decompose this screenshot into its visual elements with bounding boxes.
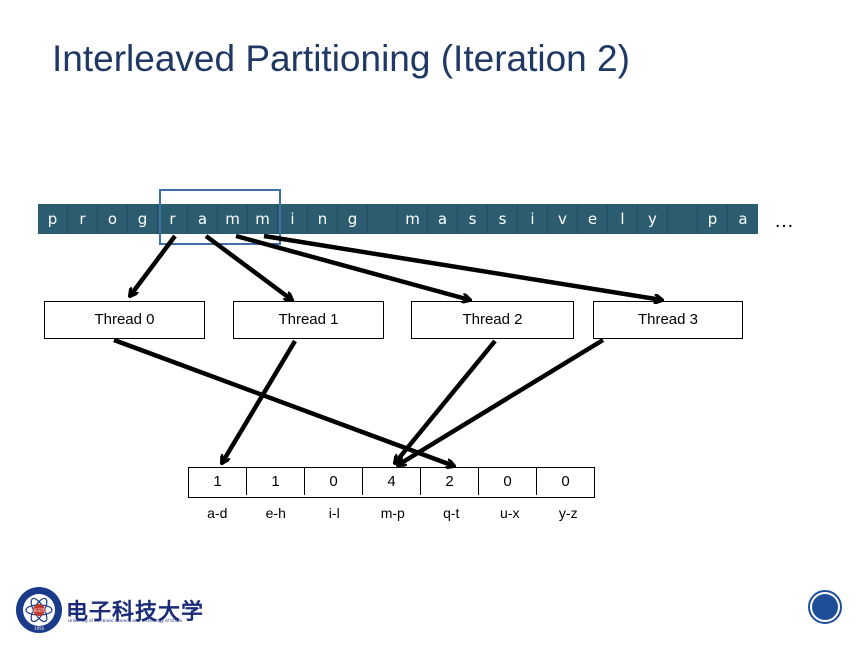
arrow-thread-2-to-bin-m-p bbox=[395, 339, 497, 463]
histogram-bin-label: e-h bbox=[265, 505, 286, 521]
input-char-cell: i bbox=[278, 204, 308, 234]
slide-nav-circle-button[interactable] bbox=[807, 589, 843, 625]
seal-year: 1956 bbox=[34, 626, 45, 631]
input-char-cell: o bbox=[98, 204, 128, 234]
input-char-cell: s bbox=[458, 204, 488, 234]
input-char-cell: g bbox=[338, 204, 368, 234]
input-char-cell bbox=[668, 204, 698, 234]
arrow-char-a-to-thread-1 bbox=[204, 234, 292, 300]
input-char-cell: g bbox=[128, 204, 158, 234]
histogram-bin-value: 2 bbox=[421, 468, 479, 495]
histogram-bin-label: i-l bbox=[328, 505, 340, 521]
arrow-thread-3-to-bin-m-p bbox=[398, 338, 605, 465]
thread-box-1: Thread 1 bbox=[233, 301, 384, 339]
input-char-cell: e bbox=[578, 204, 608, 234]
input-char-cell: m bbox=[398, 204, 428, 234]
page-title: Interleaved Partitioning (Iteration 2) bbox=[52, 38, 630, 79]
histogram-bins: 1 1 0 4 2 0 0 bbox=[188, 467, 595, 498]
input-char-cell: m bbox=[248, 204, 278, 234]
histogram-bin-value: 0 bbox=[479, 468, 537, 495]
input-char-cell: a bbox=[728, 204, 758, 234]
histogram-bin-labels: a-d e-h i-l m-p q-t u-x y-z bbox=[188, 505, 598, 521]
histogram-bin-label: q-t bbox=[443, 505, 460, 521]
input-char-cell: p bbox=[38, 204, 68, 234]
histogram-bin-value: 0 bbox=[561, 473, 570, 490]
input-char-cell: s bbox=[488, 204, 518, 234]
continuation-ellipsis: … bbox=[774, 210, 794, 232]
input-char-cell: r bbox=[68, 204, 98, 234]
arrow-thread-1-to-bin-a-d bbox=[222, 339, 297, 463]
histogram-bin-value: 1 bbox=[189, 468, 247, 495]
input-char-cell: r bbox=[158, 204, 188, 234]
arrow-char-m-to-thread-2 bbox=[235, 233, 470, 300]
input-char-cell: m bbox=[218, 204, 248, 234]
thread-box-0: Thread 0 bbox=[44, 301, 205, 339]
input-char-cell: p bbox=[698, 204, 728, 234]
histogram-bin-label: a-d bbox=[207, 505, 228, 521]
input-char-cell: n bbox=[308, 204, 338, 234]
histogram-bin-label: y-z bbox=[558, 505, 578, 521]
university-subtitle: University of Electronic Science and Tec… bbox=[68, 618, 182, 623]
input-char-cell: i bbox=[518, 204, 548, 234]
histogram-bin-value: 1 bbox=[247, 468, 305, 495]
university-name: 电子科技大学 bbox=[66, 599, 205, 625]
input-char-cell: l bbox=[608, 204, 638, 234]
university-seal-logo: UESTC 1956 bbox=[16, 587, 62, 633]
input-char-cell: y bbox=[638, 204, 668, 234]
input-char-cell: a bbox=[188, 204, 218, 234]
input-char-cell bbox=[368, 204, 398, 234]
histogram-bin-label: m-p bbox=[380, 505, 405, 521]
histogram-bin-label: u-x bbox=[500, 505, 520, 521]
histogram-bin-value: 4 bbox=[363, 468, 421, 495]
arrow-char-r-to-thread-0 bbox=[130, 234, 177, 296]
seal-abbreviation: UESTC bbox=[32, 608, 47, 614]
input-char-cell: a bbox=[428, 204, 458, 234]
histogram-bin-value: 0 bbox=[305, 468, 363, 495]
thread-box-3: Thread 3 bbox=[593, 301, 743, 339]
input-char-cell: v bbox=[548, 204, 578, 234]
arrow-char-m-to-thread-3 bbox=[263, 233, 662, 300]
arrow-thread-0-to-bin-q-t bbox=[113, 337, 454, 466]
thread-box-2: Thread 2 bbox=[411, 301, 574, 339]
